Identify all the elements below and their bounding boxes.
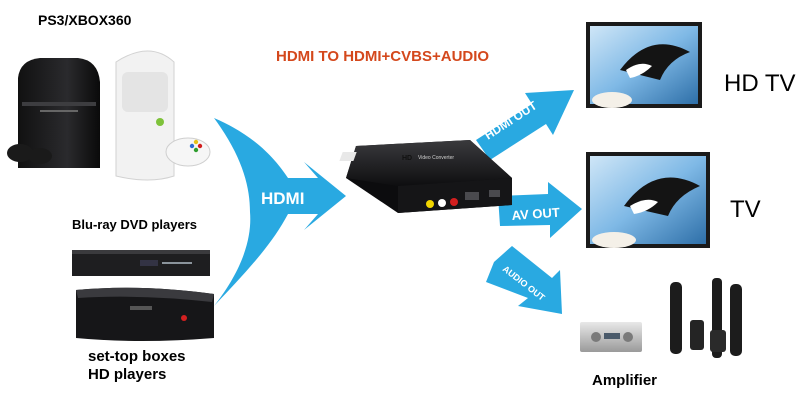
av-out-arrow [498, 182, 582, 238]
hdmi-out-arrow [476, 90, 574, 160]
hdmi-input-label: HDMI [261, 189, 304, 208]
amplifier-device [580, 322, 642, 352]
settop-label: set-top boxes [88, 348, 186, 365]
hd-players-label: HD players [88, 366, 167, 383]
converter-logo: HD [402, 155, 412, 162]
ps3-console [7, 58, 100, 168]
bluray-label: Blu-ray DVD players [72, 217, 197, 232]
hdtv-device [586, 22, 702, 108]
speaker-system [670, 278, 742, 358]
converter-model-text: Video Converter [418, 155, 454, 161]
hdmi-input-arrow [214, 118, 346, 306]
hdtv-label: HD TV [724, 70, 796, 97]
settop-box [76, 287, 214, 341]
converter-device [339, 140, 512, 213]
amplifier-label: Amplifier [592, 372, 658, 389]
tv-label: TV [730, 196, 761, 223]
tv-device [586, 152, 710, 248]
consoles-label: PS3/XBOX360 [38, 12, 132, 28]
bluray-player [72, 250, 210, 276]
audio-out-arrow [486, 246, 562, 314]
diagram-title: HDMI TO HDMI+CVBS+AUDIO [276, 48, 490, 65]
xbox360-console [115, 50, 211, 181]
av-out-label: AV OUT [511, 205, 560, 223]
